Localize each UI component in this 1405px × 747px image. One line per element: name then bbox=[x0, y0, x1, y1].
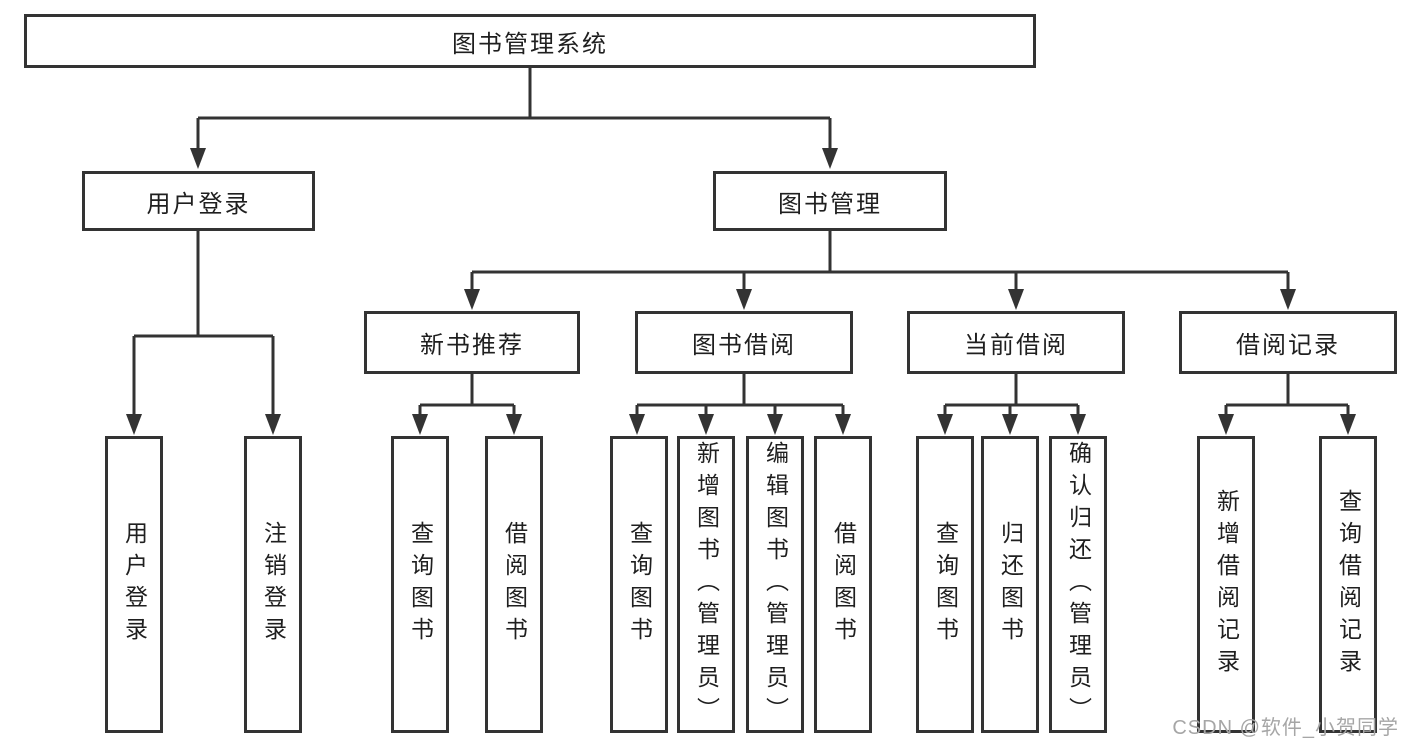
leaf-query-borrow-record: 查询借阅记录 bbox=[1319, 436, 1377, 733]
node-new-book-recommend: 新书推荐 bbox=[364, 311, 580, 374]
csdn-watermark: CSDN @软件_小贺同学 bbox=[1172, 717, 1399, 739]
node-new-book-recommend-label: 新书推荐 bbox=[420, 332, 524, 359]
node-user-login: 用户登录 bbox=[82, 171, 315, 231]
leaf-query-book-recommend: 查询图书 bbox=[391, 436, 449, 733]
leaf-query-book-current-label: 查询图书 bbox=[932, 520, 959, 649]
leaf-query-book-recommend-label: 查询图书 bbox=[407, 520, 434, 649]
node-book-management-label: 图书管理 bbox=[778, 190, 882, 218]
node-root-label: 图书管理系统 bbox=[452, 30, 608, 58]
leaf-borrow-book: 借阅图书 bbox=[814, 436, 872, 733]
node-user-login-label: 用户登录 bbox=[146, 190, 251, 218]
leaf-confirm-return-admin: 确认归还（管理员） bbox=[1049, 436, 1107, 733]
leaf-query-book-borrow-label: 查询图书 bbox=[626, 520, 653, 649]
leaf-query-book-borrow: 查询图书 bbox=[610, 436, 668, 733]
leaf-borrow-book-recommend: 借阅图书 bbox=[485, 436, 543, 733]
leaf-edit-book-admin: 编辑图书（管理员） bbox=[746, 436, 804, 733]
leaf-borrow-book-recommend-label: 借阅图书 bbox=[501, 520, 528, 649]
node-book-management: 图书管理 bbox=[713, 171, 947, 231]
leaf-add-borrow-record-label: 新增借阅记录 bbox=[1213, 488, 1240, 681]
node-borrow-records-label: 借阅记录 bbox=[1236, 332, 1340, 359]
leaf-return-book-label: 归还图书 bbox=[997, 520, 1024, 649]
leaf-user-login: 用户登录 bbox=[105, 436, 163, 733]
leaf-query-book-current: 查询图书 bbox=[916, 436, 974, 733]
node-book-borrow: 图书借阅 bbox=[635, 311, 853, 374]
node-root: 图书管理系统 bbox=[24, 14, 1036, 68]
node-book-borrow-label: 图书借阅 bbox=[692, 332, 796, 359]
node-borrow-records: 借阅记录 bbox=[1179, 311, 1397, 374]
leaf-add-book-admin: 新增图书（管理员） bbox=[677, 436, 735, 733]
node-current-borrow-label: 当前借阅 bbox=[964, 332, 1068, 359]
leaf-return-book: 归还图书 bbox=[981, 436, 1039, 733]
leaf-query-borrow-record-label: 查询借阅记录 bbox=[1335, 488, 1362, 681]
leaf-add-borrow-record: 新增借阅记录 bbox=[1197, 436, 1255, 733]
leaf-user-login-label: 用户登录 bbox=[121, 520, 148, 649]
leaf-logout: 注销登录 bbox=[244, 436, 302, 733]
leaf-logout-label: 注销登录 bbox=[260, 520, 287, 649]
leaf-edit-book-admin-label: 编辑图书（管理员） bbox=[762, 440, 789, 729]
leaf-confirm-return-admin-label: 确认归还（管理员） bbox=[1065, 440, 1092, 729]
leaf-add-book-admin-label: 新增图书（管理员） bbox=[693, 440, 720, 729]
node-current-borrow: 当前借阅 bbox=[907, 311, 1125, 374]
leaf-borrow-book-label: 借阅图书 bbox=[830, 520, 857, 649]
